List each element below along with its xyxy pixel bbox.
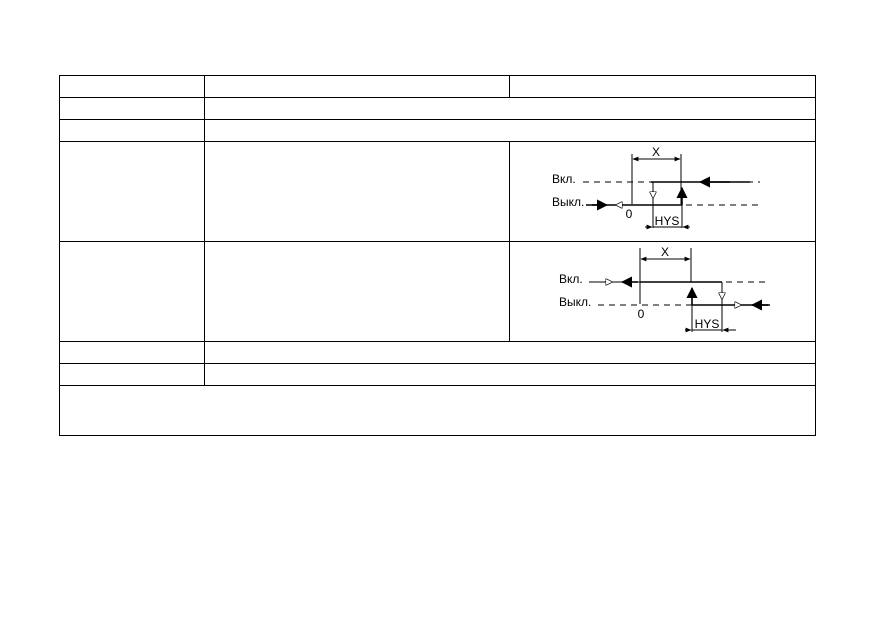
table-cell	[59, 385, 816, 436]
hysteresis-diagram-cell-lower: X Вкл. Выкл. 0	[509, 241, 816, 342]
on-label: Вкл.	[559, 272, 583, 286]
on-label: Вкл.	[552, 172, 576, 186]
table-cell	[204, 141, 510, 242]
zero-label: 0	[638, 307, 645, 321]
table-row	[59, 97, 816, 120]
table-cell	[59, 341, 205, 364]
table-row	[59, 363, 816, 386]
table-row: X Вкл. Выкл. 0	[59, 241, 816, 342]
hysteresis-diagram-cell-upper: X Вкл. Выкл. 0	[509, 141, 816, 242]
table-row	[59, 341, 816, 364]
document-table: X Вкл. Выкл. 0	[59, 75, 816, 436]
table-cell	[204, 75, 510, 98]
hys-label: HYS	[695, 317, 720, 331]
table-cell	[59, 75, 205, 98]
off-label: Выкл.	[559, 295, 591, 309]
table-cell	[204, 363, 816, 386]
table-row: X Вкл. Выкл. 0	[59, 141, 816, 242]
x-label: X	[652, 145, 660, 159]
table-cell	[204, 341, 816, 364]
table-cell	[204, 119, 816, 142]
table-header-row	[59, 75, 816, 98]
table-row	[59, 119, 816, 142]
table-cell	[59, 363, 205, 386]
table-cell	[59, 97, 205, 120]
table-note-row	[59, 385, 816, 436]
off-label: Выкл.	[552, 195, 584, 209]
x-label: X	[661, 245, 669, 259]
table-cell	[59, 141, 205, 242]
table-cell	[509, 75, 816, 98]
table-cell	[204, 97, 816, 120]
table-cell	[59, 241, 205, 342]
zero-label: 0	[626, 207, 633, 221]
table-cell	[204, 241, 510, 342]
hysteresis-diagram-lower: X Вкл. Выкл. 0	[559, 245, 770, 333]
hys-label: HYS	[655, 214, 680, 228]
table-cell	[59, 119, 205, 142]
hysteresis-diagram-upper: X Вкл. Выкл. 0	[552, 145, 760, 230]
